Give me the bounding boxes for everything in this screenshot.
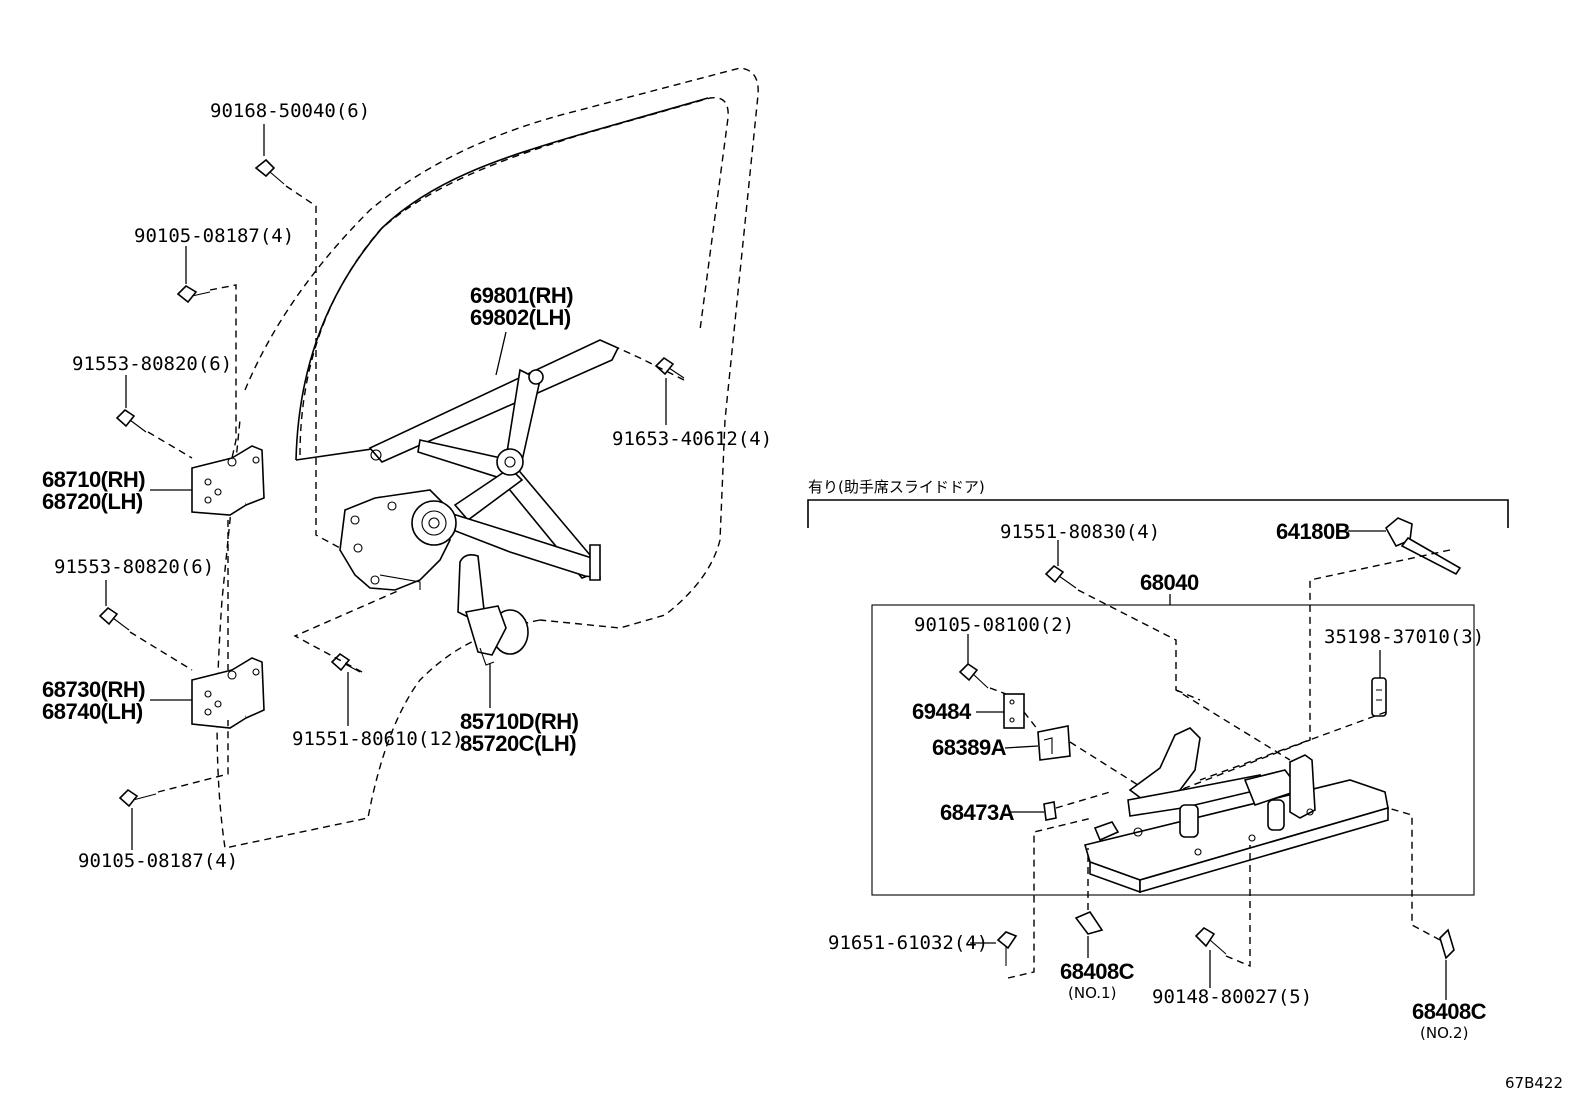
label-85720c-lh: 85720C(LH) [460,731,576,756]
label-91553-80820-mid: 91553-80820(6) [54,556,214,578]
bolt-icon [115,408,147,433]
connector-lines-right [989,549,1451,979]
label-91551-80610: 91551-80610(12) [292,728,464,750]
section-header: 有り(助手席スライドドア) [808,478,985,496]
label-64180b: 64180B [1276,519,1350,544]
section-bracket [807,499,1509,528]
label-90105-08187-bottom: 90105-08187(4) [78,850,238,872]
label-91553-80820-top: 91553-80820(6) [72,353,232,375]
connector-lines [129,185,685,793]
label-90105-08100: 90105-08100(2) [914,614,1074,636]
label-68040: 68040 [1140,570,1199,595]
upper-hinge [191,445,265,516]
clip-68408c-no1 [1074,911,1104,935]
label-90168-50040: 90168-50040(6) [210,100,370,122]
label-91653-40612: 91653-40612(4) [612,428,772,450]
part-68389a-bracket [1037,725,1071,761]
bolt-icon [98,606,130,631]
bolt-icon [996,931,1018,966]
bolt-icon [1044,564,1077,589]
part-64180b-bracket [1384,517,1462,576]
label-85710d-rh: 85710D(RH) [460,709,579,734]
label-68408c-no2-note: (NO.2) [1420,1024,1468,1042]
label-90148-80027: 90148-80027(5) [1152,986,1312,1008]
label-68408c-no1: 68408C [1060,959,1135,984]
label-68389a: 68389A [932,735,1007,760]
lower-hinge [191,657,265,729]
label-68730-rh: 68730(RH) [42,677,145,702]
label-69484: 69484 [912,699,972,724]
label-68473a: 68473A [940,800,1015,825]
window-motor [457,554,529,666]
label-68408c-no1-note: (NO.1) [1068,984,1116,1002]
clip-35198-37010 [1371,677,1387,717]
label-69802-lh: 69802(LH) [470,305,571,330]
leader-lines [105,124,667,850]
bolt-icon [1194,926,1227,955]
label-90105-08187-top: 90105-08187(4) [134,225,294,247]
assembly-box [871,604,1475,896]
label-35198-37010: 35198-37010(3) [1324,626,1484,648]
window-regulator [339,339,620,591]
bolt-icon [176,284,211,304]
part-69484-plate [1003,693,1025,729]
bolt-icon [118,788,157,808]
slide-frame-assembly [1083,727,1389,894]
label-68710-rh: 68710(RH) [42,467,145,492]
label-68740-lh: 68740(LH) [42,699,143,724]
bolt-icon [654,356,685,379]
figure-id: 67B422 [1505,1074,1563,1092]
part-68473a-clip [1043,801,1057,821]
bolt-icon [254,158,285,185]
label-69801-rh: 69801(RH) [470,283,573,308]
bolt-icon [958,662,989,689]
leader-lines-right [967,530,1447,1000]
label-68720-lh: 68720(LH) [42,489,143,514]
label-91551-80830: 91551-80830(4) [1000,521,1160,543]
label-68408c-no2: 68408C [1412,999,1487,1024]
clip-68408c-no2 [1439,928,1455,960]
label-91651-61032: 91651-61032(4) [828,932,988,954]
